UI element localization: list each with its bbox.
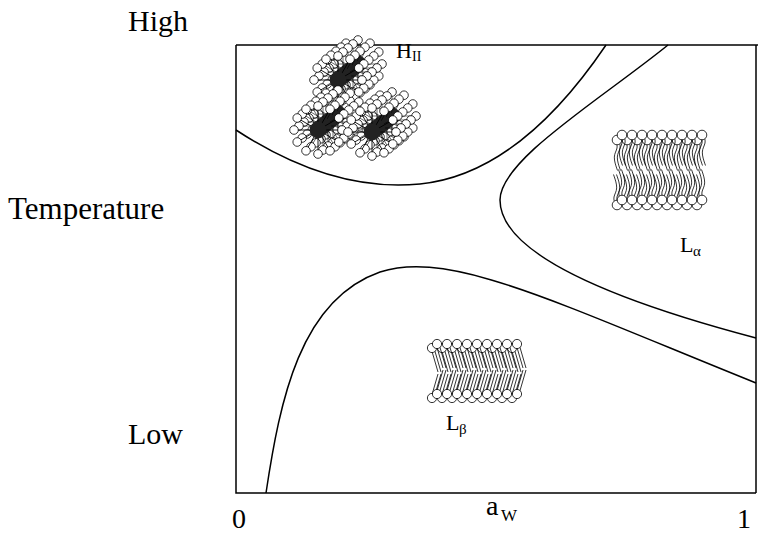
phase-boundary <box>266 267 756 493</box>
inverted-micelle-cylinder <box>344 88 421 161</box>
axis-label: High <box>128 6 188 36</box>
plot-frame <box>236 44 758 46</box>
axis-label: Low <box>128 419 183 449</box>
phase-subscript: II <box>412 50 421 64</box>
plot-axes <box>236 45 756 493</box>
phase-boundary <box>236 45 606 185</box>
lipid-illustrations <box>290 36 707 403</box>
phase-subscript: α <box>693 244 701 259</box>
inverted-micelle-cylinder <box>290 86 367 159</box>
phase-boundary <box>500 45 756 338</box>
phase-label: H <box>396 40 412 62</box>
phase-label: L <box>446 412 459 434</box>
phase-subscript: β <box>459 422 467 437</box>
fluid-bilayer-icon <box>612 130 707 210</box>
tick-label: 1 <box>737 505 751 533</box>
axis-subscript: W <box>501 507 517 524</box>
inverted-micelle-cylinder <box>310 36 387 109</box>
phase-label: L <box>680 234 693 256</box>
gel-bilayer-icon <box>427 339 526 402</box>
plot-frame <box>755 45 757 493</box>
axis-title: a <box>486 492 498 520</box>
axis-title: Temperature <box>8 193 164 224</box>
tick-label: 0 <box>232 505 246 533</box>
